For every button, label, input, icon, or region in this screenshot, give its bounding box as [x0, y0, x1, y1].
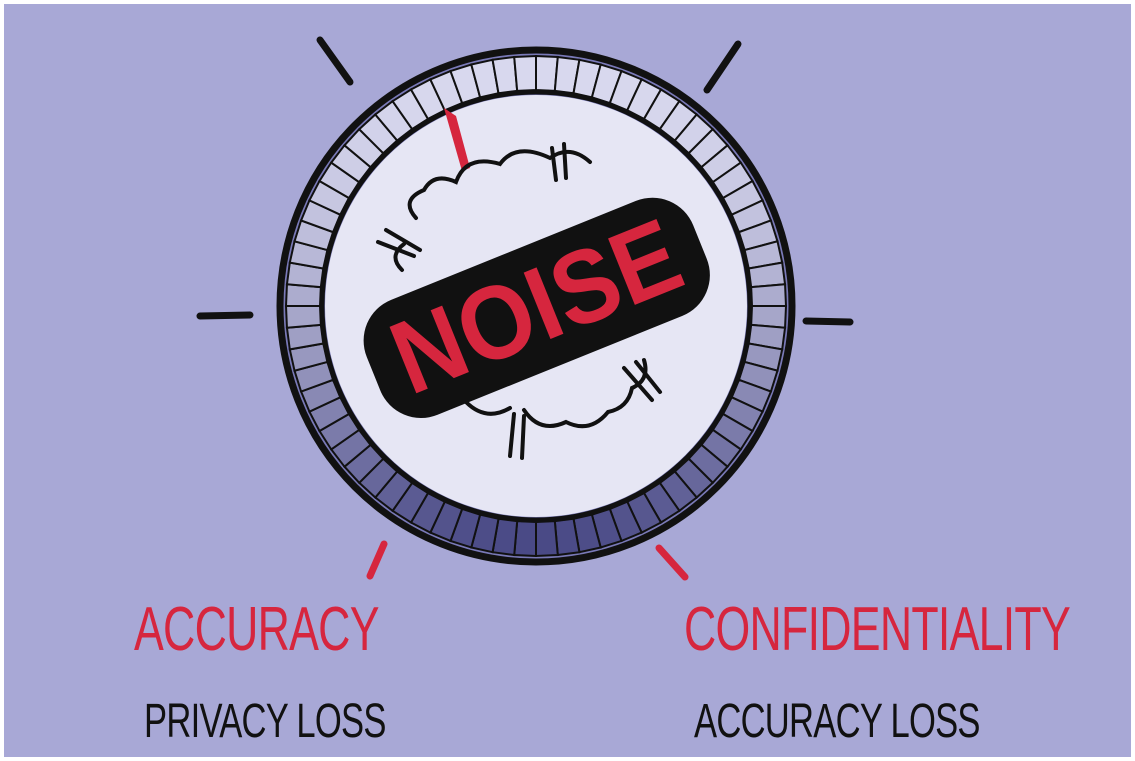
confidentiality-label: CONFIDENTIALITY	[684, 594, 1070, 665]
ring-segment	[514, 56, 536, 91]
tick-top-left	[320, 40, 350, 82]
tick-right	[806, 321, 850, 322]
ring-segment	[536, 521, 558, 556]
tick-top-right	[707, 44, 738, 90]
tick-left	[200, 315, 250, 316]
accuracy-loss-label: ACCURACY LOSS	[694, 694, 980, 749]
ring-segment	[286, 306, 321, 328]
privacy-loss-label: PRIVACY LOSS	[144, 694, 386, 749]
tick-bottom-right	[659, 548, 685, 577]
ring-segment	[751, 284, 786, 306]
tick-bottom-left	[370, 544, 384, 576]
accuracy-label: ACCURACY	[134, 594, 379, 665]
illustration-canvas: NOISE ACCURACY PRIVACY LOSS CONFIDENTIAL…	[4, 4, 1131, 757]
